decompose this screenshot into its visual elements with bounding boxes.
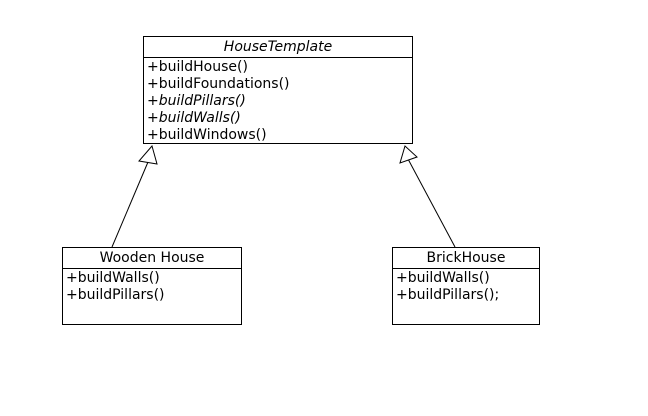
method-item: +buildPillars() <box>66 287 165 303</box>
methods-compartment-brickhouse: +buildWalls() +buildPillars(); <box>393 269 539 304</box>
hollow-triangle-arrowhead <box>399 145 418 164</box>
class-name-housetemplate: HouseTemplate <box>144 37 412 58</box>
method-item: +buildPillars() <box>147 93 246 109</box>
class-box-housetemplate: HouseTemplate +buildHouse() +buildFounda… <box>143 36 413 144</box>
class-box-wooden-house: Wooden House +buildWalls() +buildPillars… <box>62 247 242 325</box>
generalization-arrow-wooden-to-template <box>111 144 158 248</box>
hollow-triangle-arrowhead <box>138 144 158 165</box>
methods-compartment-wooden-house: +buildWalls() +buildPillars() <box>63 269 241 304</box>
method-item: +buildFoundations() <box>147 76 290 92</box>
method-item: +buildPillars(); <box>396 287 500 303</box>
method-item: +buildWalls() <box>396 270 490 286</box>
class-name-brickhouse: BrickHouse <box>393 248 539 269</box>
class-box-brickhouse: BrickHouse +buildWalls() +buildPillars()… <box>392 247 540 325</box>
method-item: +buildHouse() <box>147 59 248 75</box>
methods-compartment-housetemplate: +buildHouse() +buildFoundations() +build… <box>144 58 412 144</box>
method-item: +buildWalls() <box>147 110 241 126</box>
method-item: +buildWalls() <box>66 270 160 286</box>
method-item: +buildWindows() <box>147 127 267 143</box>
class-name-wooden-house: Wooden House <box>63 248 241 269</box>
generalization-arrow-brick-to-template <box>399 145 456 248</box>
